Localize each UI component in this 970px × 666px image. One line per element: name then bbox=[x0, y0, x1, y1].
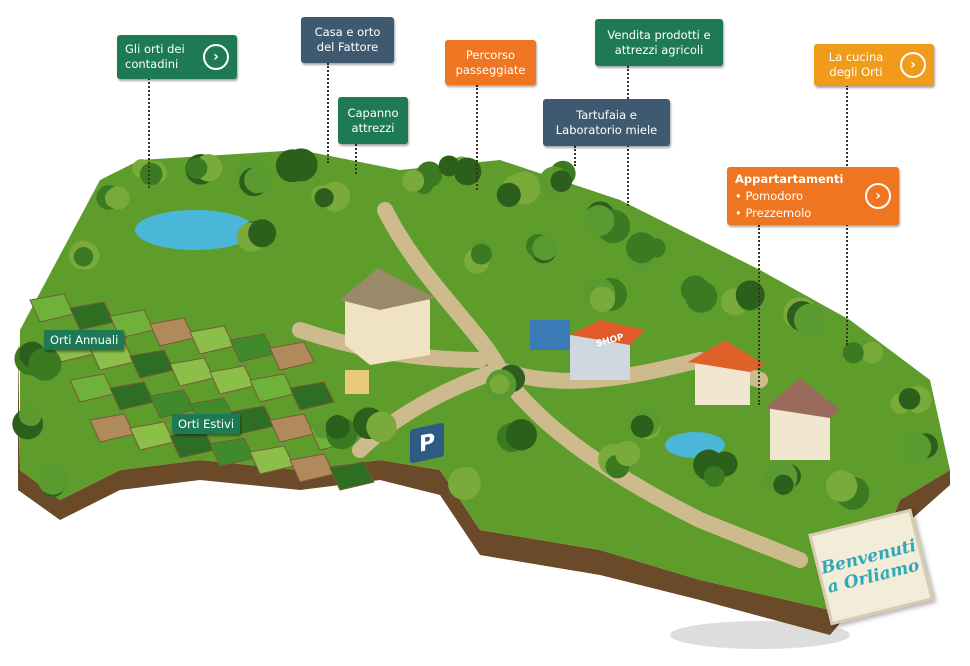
tree bbox=[496, 182, 521, 207]
apartments-title: Appartartamenti bbox=[735, 171, 844, 186]
tree bbox=[314, 188, 334, 208]
tree bbox=[861, 341, 883, 364]
tree bbox=[447, 467, 481, 501]
tree bbox=[402, 169, 425, 192]
vegetable-plot bbox=[329, 461, 375, 491]
apartment-pomodoro bbox=[688, 340, 765, 405]
vegetable-plot bbox=[269, 341, 315, 371]
tree bbox=[735, 280, 765, 310]
apartment-prezzemolo-item: • Prezzemolo bbox=[735, 205, 812, 220]
tree bbox=[139, 162, 163, 186]
tree bbox=[284, 148, 318, 182]
tree bbox=[615, 440, 641, 467]
tree bbox=[21, 406, 42, 427]
tree bbox=[626, 232, 657, 264]
label-tartufaia[interactable]: Tartufaia e Laboratorio miele bbox=[543, 99, 670, 146]
arrow-right-icon[interactable]: › bbox=[203, 44, 229, 70]
connector-line bbox=[574, 146, 576, 166]
tree bbox=[325, 415, 350, 440]
connector-line bbox=[327, 63, 329, 163]
tree bbox=[73, 247, 94, 267]
label-text: Gli orti dei contadini bbox=[125, 42, 185, 71]
shop-building bbox=[530, 320, 645, 380]
tree bbox=[773, 474, 794, 495]
tree bbox=[685, 280, 718, 313]
parking-sign: P bbox=[410, 422, 444, 464]
tree bbox=[793, 303, 827, 337]
tree bbox=[248, 219, 277, 248]
label-text: Tartufaia e Laboratorio miele bbox=[555, 107, 658, 137]
label-capanno-attrezzi[interactable]: Capanno attrezzi bbox=[338, 97, 408, 144]
trees bbox=[12, 148, 942, 510]
apartment-pomodoro-item: • Pomodoro bbox=[735, 188, 804, 203]
arrow-right-icon[interactable]: › bbox=[865, 183, 891, 209]
label-orti-contadini[interactable]: Gli orti dei contadini › bbox=[117, 35, 237, 79]
label-cucina-orti[interactable]: La cucina degli Orti › bbox=[814, 44, 934, 86]
label-text: Capanno attrezzi bbox=[347, 105, 399, 135]
label-text: Percorso passeggiate bbox=[455, 47, 526, 77]
apartment-prezzemolo bbox=[765, 378, 840, 460]
label-text: Casa e orto del Fattore bbox=[314, 25, 381, 54]
tree bbox=[186, 157, 208, 179]
connector-line bbox=[355, 144, 357, 174]
tree bbox=[589, 286, 616, 312]
vegetable-plot bbox=[289, 381, 335, 411]
tree bbox=[532, 235, 558, 261]
tree bbox=[550, 170, 573, 192]
tree bbox=[244, 166, 271, 194]
tree bbox=[825, 470, 858, 502]
label-text: Appartartamenti • Pomodoro • Prezzemolo bbox=[735, 171, 843, 222]
tree bbox=[630, 414, 654, 438]
label-orti-estivi[interactable]: Orti Estivi bbox=[172, 414, 241, 434]
arrow-right-icon[interactable]: › bbox=[900, 52, 926, 78]
label-orti-annuali[interactable]: Orti Annuali bbox=[44, 330, 125, 350]
tree bbox=[703, 466, 725, 488]
connector-line bbox=[476, 85, 478, 190]
tree bbox=[470, 243, 492, 265]
tree bbox=[104, 188, 125, 209]
label-vendita-prodotti[interactable]: Vendita prodotti e attrezzi agricoli bbox=[595, 19, 723, 66]
label-casa-fattore[interactable]: Casa e orto del Fattore bbox=[301, 17, 394, 63]
tree bbox=[842, 342, 864, 364]
label-percorso-passeggiate[interactable]: Percorso passeggiate bbox=[445, 40, 536, 85]
tool-shed bbox=[345, 370, 369, 394]
tree bbox=[898, 388, 921, 410]
tree bbox=[505, 419, 537, 451]
label-text: Vendita prodotti e attrezzi agricoli bbox=[607, 27, 711, 57]
connector-line bbox=[758, 225, 760, 405]
label-text: La cucina degli Orti bbox=[828, 50, 884, 79]
pond bbox=[135, 210, 255, 250]
tree bbox=[366, 411, 397, 442]
tree bbox=[47, 465, 67, 485]
label-appartamenti[interactable]: Appartartamenti • Pomodoro • Prezzemolo › bbox=[727, 167, 899, 225]
tree bbox=[902, 433, 932, 462]
tree bbox=[583, 205, 615, 237]
farmhouse bbox=[340, 268, 435, 365]
tree bbox=[28, 347, 62, 381]
tree bbox=[453, 157, 482, 186]
tree bbox=[489, 374, 510, 395]
vegetable-fields bbox=[29, 293, 375, 491]
connector-line bbox=[148, 78, 150, 188]
